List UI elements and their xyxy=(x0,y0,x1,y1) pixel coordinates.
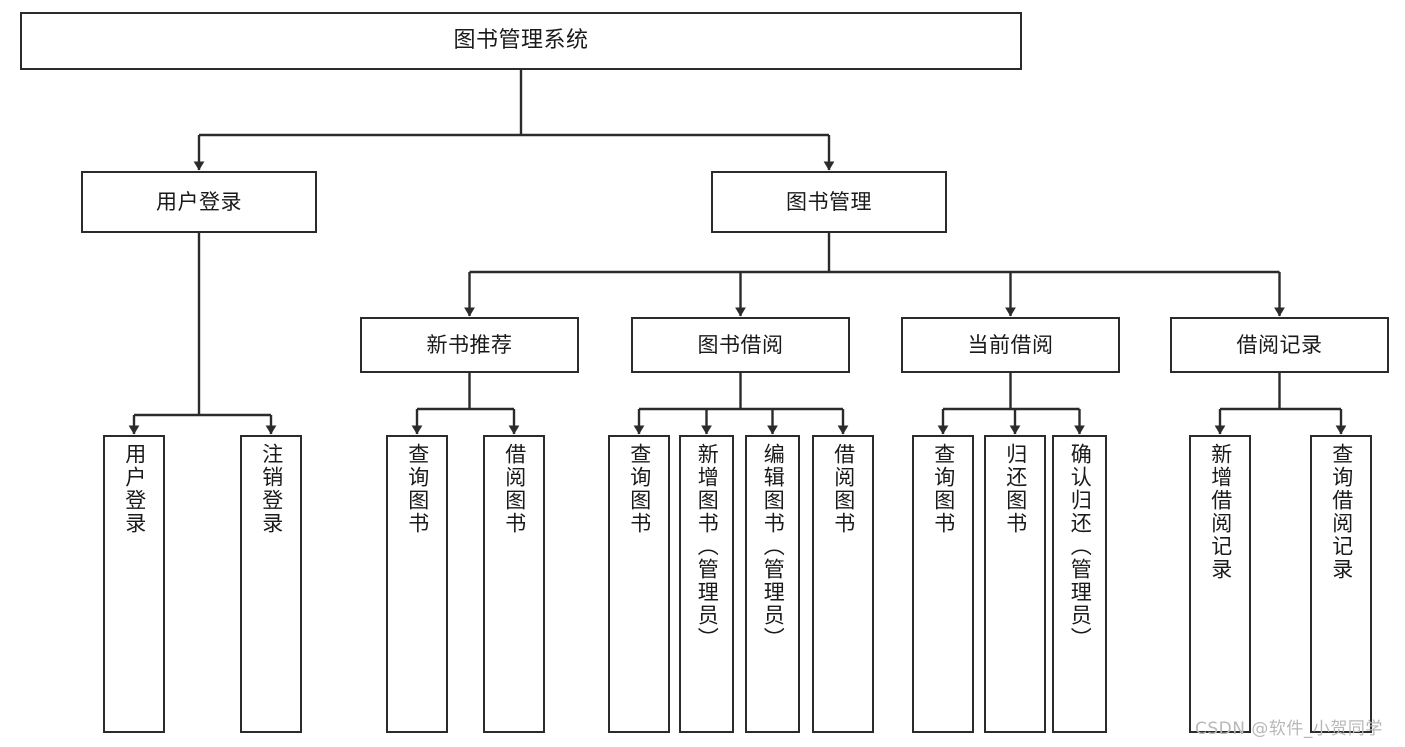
node-label: 图书管理系统 xyxy=(453,28,589,54)
node-label: 借阅记录 xyxy=(1236,332,1323,357)
node-label: 用户登录 xyxy=(122,443,147,535)
node-label: 归还图书 xyxy=(1003,443,1028,535)
node-root[interactable]: 图书管理系统 xyxy=(20,12,1022,70)
node-label: 借阅图书 xyxy=(502,443,527,535)
node-l3-edit-book[interactable]: 编辑图书（管理员） xyxy=(745,435,800,733)
node-l3-query-book-a[interactable]: 查询图书 xyxy=(386,435,448,733)
node-l3-borrow-book-a[interactable]: 借阅图书 xyxy=(483,435,545,733)
node-label: 查询图书 xyxy=(931,443,956,535)
node-label: 图书借阅 xyxy=(697,332,784,357)
node-l3-add-record[interactable]: 新增借阅记录 xyxy=(1189,435,1251,733)
node-l3-borrow-book-b[interactable]: 借阅图书 xyxy=(812,435,874,733)
node-label: 用户登录 xyxy=(156,189,242,214)
node-label: 新增借阅记录 xyxy=(1208,443,1233,581)
node-label: 查询图书 xyxy=(627,443,652,535)
node-label: 注销登录 xyxy=(259,443,284,535)
node-l3-user-logout[interactable]: 注销登录 xyxy=(240,435,302,733)
node-label: 新增图书（管理员） xyxy=(695,443,720,650)
node-l2-book-borrow[interactable]: 图书借阅 xyxy=(631,317,850,373)
node-l3-add-book[interactable]: 新增图书（管理员） xyxy=(679,435,734,733)
node-l2-new-book-rec[interactable]: 新书推荐 xyxy=(360,317,579,373)
node-l3-query-book-c[interactable]: 查询图书 xyxy=(912,435,974,733)
node-l2-current-borrow[interactable]: 当前借阅 xyxy=(901,317,1120,373)
node-label: 编辑图书（管理员） xyxy=(761,443,786,650)
node-l1-book-manage[interactable]: 图书管理 xyxy=(711,171,947,233)
node-l3-query-book-b[interactable]: 查询图书 xyxy=(608,435,670,733)
node-l3-query-record[interactable]: 查询借阅记录 xyxy=(1310,435,1372,733)
node-label: 确认归还（管理员） xyxy=(1068,443,1093,650)
node-label: 图书管理 xyxy=(786,189,872,214)
node-l3-return-book[interactable]: 归还图书 xyxy=(984,435,1046,733)
node-l3-confirm-return[interactable]: 确认归还（管理员） xyxy=(1052,435,1107,733)
node-l2-borrow-record[interactable]: 借阅记录 xyxy=(1170,317,1389,373)
node-l1-user-login[interactable]: 用户登录 xyxy=(81,171,317,233)
node-label: 查询图书 xyxy=(405,443,430,535)
csdn-watermark: CSDN @软件_小贺同学 xyxy=(1195,719,1383,739)
node-label: 新书推荐 xyxy=(426,332,513,357)
node-label: 查询借阅记录 xyxy=(1329,443,1354,581)
node-l3-user-login[interactable]: 用户登录 xyxy=(103,435,165,733)
node-label: 当前借阅 xyxy=(967,332,1054,357)
node-label: 借阅图书 xyxy=(831,443,856,535)
